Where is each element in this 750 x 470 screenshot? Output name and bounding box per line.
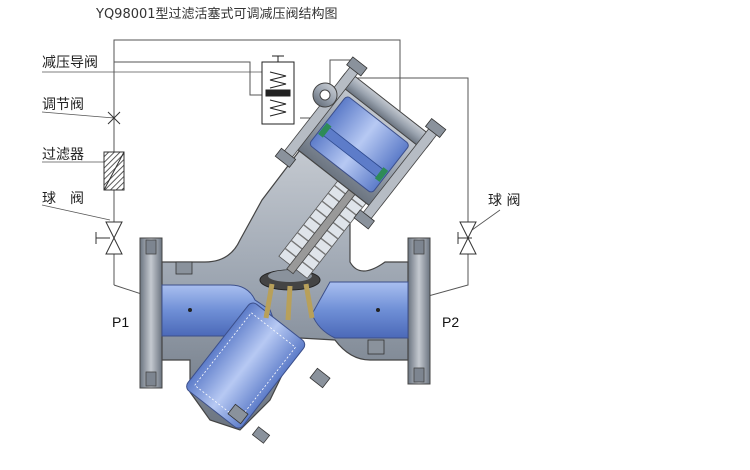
port-outlet-label: P2 xyxy=(442,314,460,330)
label-ball-valve-right: 球 阀 xyxy=(488,193,521,209)
label-leaders xyxy=(41,71,501,231)
diagram-title: YQ98001型过滤活塞式可调减压阀结构图 xyxy=(96,7,338,22)
ball-valve-left-icon xyxy=(95,221,123,255)
label-filter: 过滤器 xyxy=(42,147,84,163)
piston-cylinder xyxy=(274,56,447,230)
ball-valve-right-icon xyxy=(457,221,477,255)
pilot-valve-icon xyxy=(261,55,295,125)
label-pilot-valve: 减压导阀 xyxy=(42,55,98,71)
regulating-valve-icon xyxy=(107,111,121,125)
label-ball-valve-left: 球 阀 xyxy=(42,191,84,207)
valve-body xyxy=(139,56,447,444)
label-regulating-valve: 调节阀 xyxy=(42,97,84,113)
lifting-eye xyxy=(312,82,338,108)
filter-icon xyxy=(103,151,125,191)
port-inlet-label: P1 xyxy=(112,314,130,330)
